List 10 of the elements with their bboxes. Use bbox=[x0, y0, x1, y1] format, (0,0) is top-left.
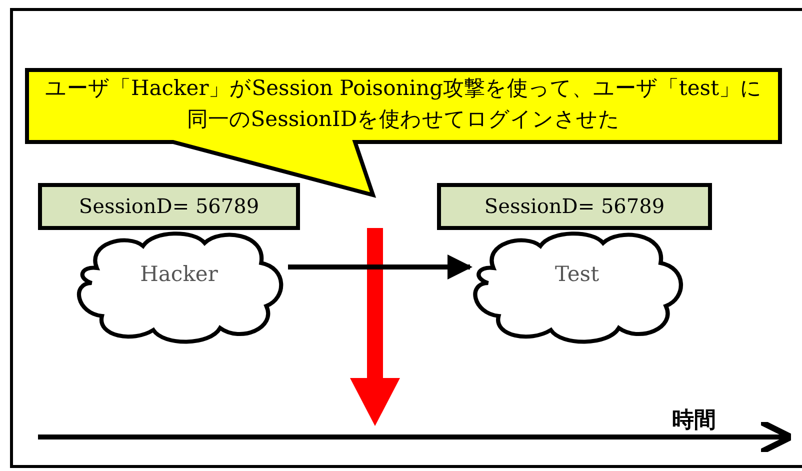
axis-label: 時間 bbox=[672, 407, 716, 435]
user-name: Test bbox=[554, 262, 600, 286]
session-id-box bbox=[38, 183, 300, 230]
callout-box bbox=[25, 68, 782, 198]
arrow bbox=[288, 254, 472, 280]
session-id-text: SessionD= 56789 bbox=[78, 193, 260, 220]
session-id-box bbox=[437, 183, 712, 230]
callout-text: ユーザ「Hacker」がSession Poisoning攻撃を使って、ユーザ「test」に同一のSessionIDを使わせてログインさせた bbox=[44, 75, 764, 133]
session-id-text: SessionD= 56789 bbox=[483, 193, 666, 220]
user-name: Hacker bbox=[139, 262, 219, 286]
